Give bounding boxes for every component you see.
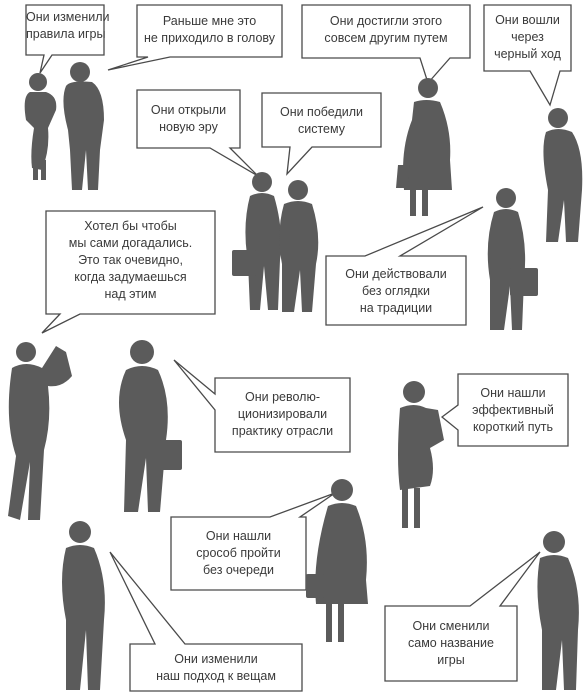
man-silhouette-bottom-left (62, 521, 105, 690)
man-with-briefcase-right (487, 188, 538, 330)
speech-bubble-wish-guessed (41, 210, 216, 334)
woman-with-bag-bottom-center (306, 479, 368, 642)
speech-bubble-beat-system (261, 92, 382, 176)
man-silhouette-bottom-right (537, 531, 579, 690)
man-silhouette-center (279, 180, 319, 312)
man-with-briefcase-center (232, 172, 282, 310)
speech-bubble-revolutionized (173, 359, 351, 453)
man-waving-silhouette (8, 342, 72, 520)
speech-bubble-new-era (136, 89, 259, 177)
man-silhouette-top-left (63, 62, 104, 190)
speech-bubble-changed-rules (25, 4, 105, 74)
speech-bubble-back-door (483, 4, 572, 107)
speech-bubble-skip-queue (170, 492, 336, 591)
speech-bubble-game-name (384, 551, 541, 682)
woman-silhouette-top-left (24, 73, 57, 180)
speech-bubble-reached-differently (301, 4, 471, 85)
man-with-briefcase-middle-left (119, 340, 182, 512)
speech-bubble-never-occurred (107, 4, 283, 71)
man-silhouette-top-right (543, 108, 583, 242)
speech-bubble-no-tradition (325, 206, 484, 326)
speech-bubble-approach (109, 551, 303, 692)
speech-bubble-shortcut (440, 373, 569, 447)
woman-silhouette-top-center (396, 78, 452, 216)
woman-silhouette-middle-right (398, 381, 444, 528)
